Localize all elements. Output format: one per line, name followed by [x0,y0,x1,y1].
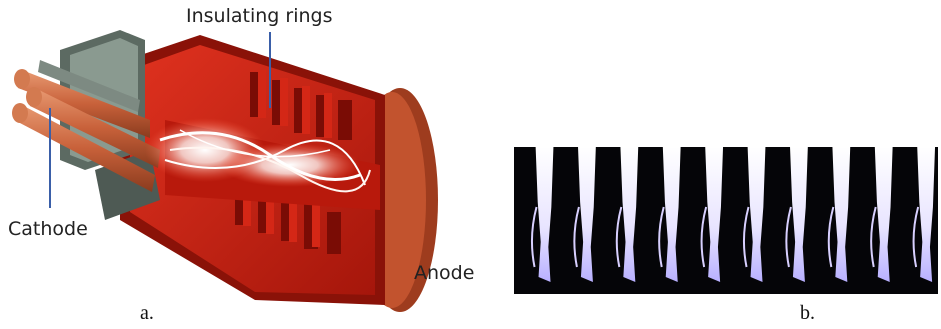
cathode-label: Cathode [8,218,88,240]
caption-a: a. [140,302,154,325]
caption-b: b. [800,302,815,325]
insulating-rings-label: Insulating rings [186,5,332,27]
image-background [514,147,938,294]
anode-label: Anode [414,262,474,284]
plasma-discharge-image [514,147,938,294]
